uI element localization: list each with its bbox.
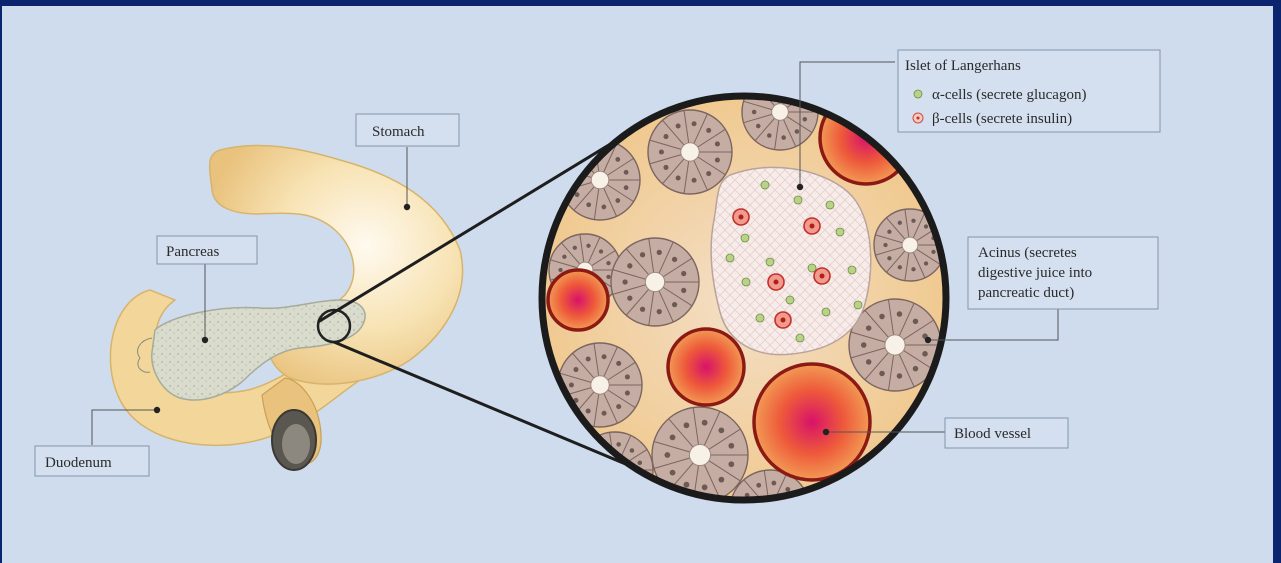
beta-cell (804, 218, 820, 234)
alpha-cell (808, 264, 816, 272)
alpha-cell (761, 181, 769, 189)
alpha-cell (836, 228, 844, 236)
acinus-lumen (885, 335, 905, 355)
acinus-lumen (902, 237, 918, 253)
alpha-cell (786, 296, 794, 304)
blood-vessel-label-text: Blood vessel (954, 426, 1031, 442)
beta-cell (768, 274, 784, 290)
acinus (525, 440, 585, 500)
alpha-cell (848, 266, 856, 274)
alpha-cell (822, 308, 830, 316)
acinus-lumen (591, 171, 609, 189)
beta-label-text: β-cells (secrete insulin) (932, 111, 1072, 127)
blood-vessel (668, 329, 744, 405)
islet-label-text: Islet of Langerhans (905, 58, 1021, 74)
acinus (611, 238, 699, 326)
stomach-label-text: Stomach (372, 124, 425, 140)
islet-shape (711, 167, 871, 354)
label-acinus: Acinus (secretes digestive juice into pa… (968, 237, 1158, 309)
acinus-lumen (689, 444, 710, 465)
acinus-lumen (548, 463, 561, 476)
label-stomach: Stomach (356, 114, 459, 146)
alpha-cell (741, 234, 749, 242)
acinus-lumen (607, 462, 624, 479)
duodenum-label-text: Duodenum (45, 455, 112, 471)
acinus-lumen (772, 104, 789, 121)
acinus-lumen (681, 143, 699, 161)
acinus (874, 209, 946, 281)
acinus-lumen (761, 501, 779, 519)
alpha-label-text: α-cells (secrete glucagon) (932, 87, 1086, 103)
alpha-cell (726, 254, 734, 262)
magnified-view (525, 74, 950, 550)
acinus (742, 74, 818, 150)
acinus (648, 110, 732, 194)
beta-cell (814, 268, 830, 284)
label-pancreas: Pancreas (157, 236, 257, 264)
alpha-cell (854, 301, 862, 309)
pancreas-label-text: Pancreas (166, 244, 219, 260)
alpha-cell (742, 278, 750, 286)
acinus (730, 470, 810, 550)
label-islet: Islet of Langerhans α-cells (secrete glu… (898, 50, 1160, 132)
alpha-cell (794, 196, 802, 204)
acinus-lumen (645, 272, 664, 291)
alpha-cell (826, 201, 834, 209)
acinus (558, 343, 642, 427)
acinus (652, 407, 748, 503)
alpha-cell (766, 258, 774, 266)
acinus-label-line-3: pancreatic duct) (978, 285, 1074, 301)
alpha-cell (796, 334, 804, 342)
beta-cell (733, 209, 749, 225)
blood-vessel (754, 364, 870, 480)
alpha-cell (756, 314, 764, 322)
blood-vessel (548, 270, 608, 330)
acinus-lumen (591, 376, 609, 394)
alpha-cell-icon (914, 90, 922, 98)
beta-cell (775, 312, 791, 328)
acinus-label-line-2: digestive juice into (978, 265, 1092, 281)
acinus-label-line-1: Acinus (secretes (978, 245, 1077, 261)
label-blood-vessel: Blood vessel (945, 418, 1068, 448)
label-duodenum: Duodenum (35, 446, 149, 476)
